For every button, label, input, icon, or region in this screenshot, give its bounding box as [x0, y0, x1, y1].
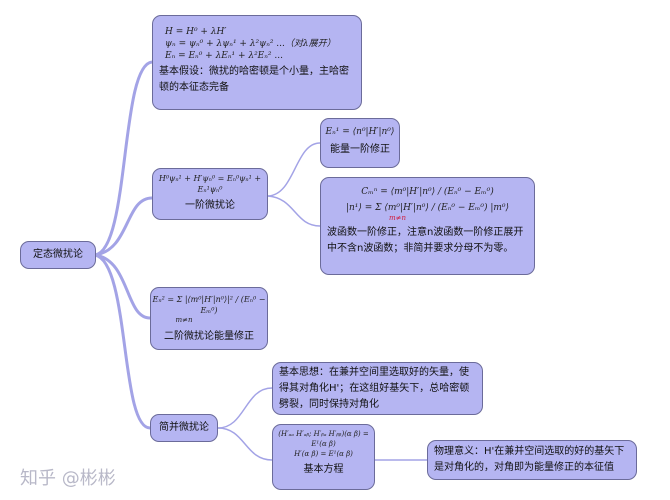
physical-meaning-node[interactable]: 物理意义：H'在兼并空间选取的好的基矢下是对角化的，对角即为能量修正的本征值	[427, 440, 637, 480]
formula: (H′ₐₐ H′ₐᵦ; H′ᵦₐ H′ᵦᵦ)(α β) = E¹(α β)	[278, 430, 369, 448]
connector	[217, 387, 273, 429]
basic-equation-node[interactable]: (H′ₐₐ H′ₐᵦ; H′ᵦₐ H′ᵦᵦ)(α β) = E¹(α β) H′…	[272, 424, 375, 490]
basic-equation-label: 基本方程	[303, 464, 344, 475]
energy-first-order-label: 能量一阶修正	[330, 144, 390, 155]
formula: Cₘⁿ = ⟨m⁰|H′|n⁰⟩ / (Eₙ⁰ − Eₘ⁰)	[361, 187, 494, 197]
first-order-label: 一阶微扰论	[185, 200, 235, 211]
formula: H⁰ψₙ¹ + H′ψₙ⁰ = Eₙ⁰ψₙ¹ + Eₙ¹ψₙ⁰	[158, 174, 262, 194]
second-order-node[interactable]: Eₙ² = Σ |⟨m⁰|H′|n⁰⟩|² / (Eₙ⁰ − Eₘ⁰) m≠n …	[150, 287, 268, 350]
formula: Eₙ¹ = ⟨n⁰|H′|n⁰⟩	[325, 127, 395, 137]
connector	[217, 427, 273, 461]
watermark: 知乎 @彬彬	[20, 468, 116, 489]
root-node[interactable]: 定态微扰论	[20, 241, 96, 269]
formula: Eₙ² = Σ |⟨m⁰|H′|n⁰⟩|² / (Eₙ⁰ − Eₘ⁰)	[152, 295, 266, 315]
degenerate-node[interactable]: 简并微扰论	[150, 414, 218, 442]
connector	[94, 196, 153, 257]
root-label: 定态微扰论	[33, 249, 83, 260]
connector	[94, 253, 151, 320]
energy-first-order-node[interactable]: Eₙ¹ = ⟨n⁰|H′|n⁰⟩ 能量一阶修正	[320, 118, 400, 168]
formula: ψₙ = ψₙ⁰ + λψₙ¹ + λ²ψₙ² ...（对λ展开）	[165, 39, 336, 49]
formula: H = H⁰ + λH′	[165, 27, 227, 37]
sum-note: m≠n	[388, 214, 406, 222]
formula: |n¹⟩ = Σ ⟨m⁰|H′|n⁰⟩ / (Eₙ⁰ − Eₘ⁰) |m⁰⟩	[345, 203, 510, 213]
physical-meaning-text: 物理意义：H'在兼并空间选取的好的基矢下是对角化的，对角即为能量修正的本征值	[434, 446, 625, 473]
basic-assumption-node[interactable]: H = H⁰ + λH′ ψₙ = ψₙ⁰ + λψₙ¹ + λ²ψₙ² ...…	[152, 15, 362, 110]
basic-assumption-text: 基本假设：微扰的哈密顿是个小量，主哈密顿的本征态完备	[159, 66, 349, 93]
connector	[94, 253, 151, 430]
connector	[267, 142, 321, 197]
connector	[267, 195, 321, 227]
first-order-node[interactable]: H⁰ψₙ¹ + H′ψₙ⁰ = Eₙ⁰ψₙ¹ + Eₙ¹ψₙ⁰ 一阶微扰论	[152, 168, 268, 220]
wavefunction-first-order-node[interactable]: Cₘⁿ = ⟨m⁰|H′|n⁰⟩ / (Eₙ⁰ − Eₘ⁰) |n¹⟩ = Σ …	[320, 177, 535, 275]
formula: H′(α β) = E¹(α β)	[294, 450, 353, 458]
wavefunction-text: 波函数一阶修正，注意n波函数一阶修正展开中不含n波函数；非简并要求分母不为零。	[327, 227, 524, 254]
degenerate-idea-node[interactable]: 基本思想：在兼并空间里选取好的矢量，使得其对角化H'；在这组好基矢下，总哈密顿劈…	[272, 362, 483, 415]
degenerate-idea-text: 基本思想：在兼并空间里选取好的矢量，使得其对角化H'；在这组好基矢下，总哈密顿劈…	[279, 367, 470, 410]
degenerate-label: 简并微扰论	[159, 422, 209, 433]
sum-note: m≠n	[175, 316, 193, 324]
connector	[94, 60, 153, 257]
second-order-label: 二阶微扰论能量修正	[164, 331, 254, 342]
formula: Eₙ = Eₙ⁰ + λEₙ¹ + λ²Eₙ² ...	[165, 51, 283, 61]
